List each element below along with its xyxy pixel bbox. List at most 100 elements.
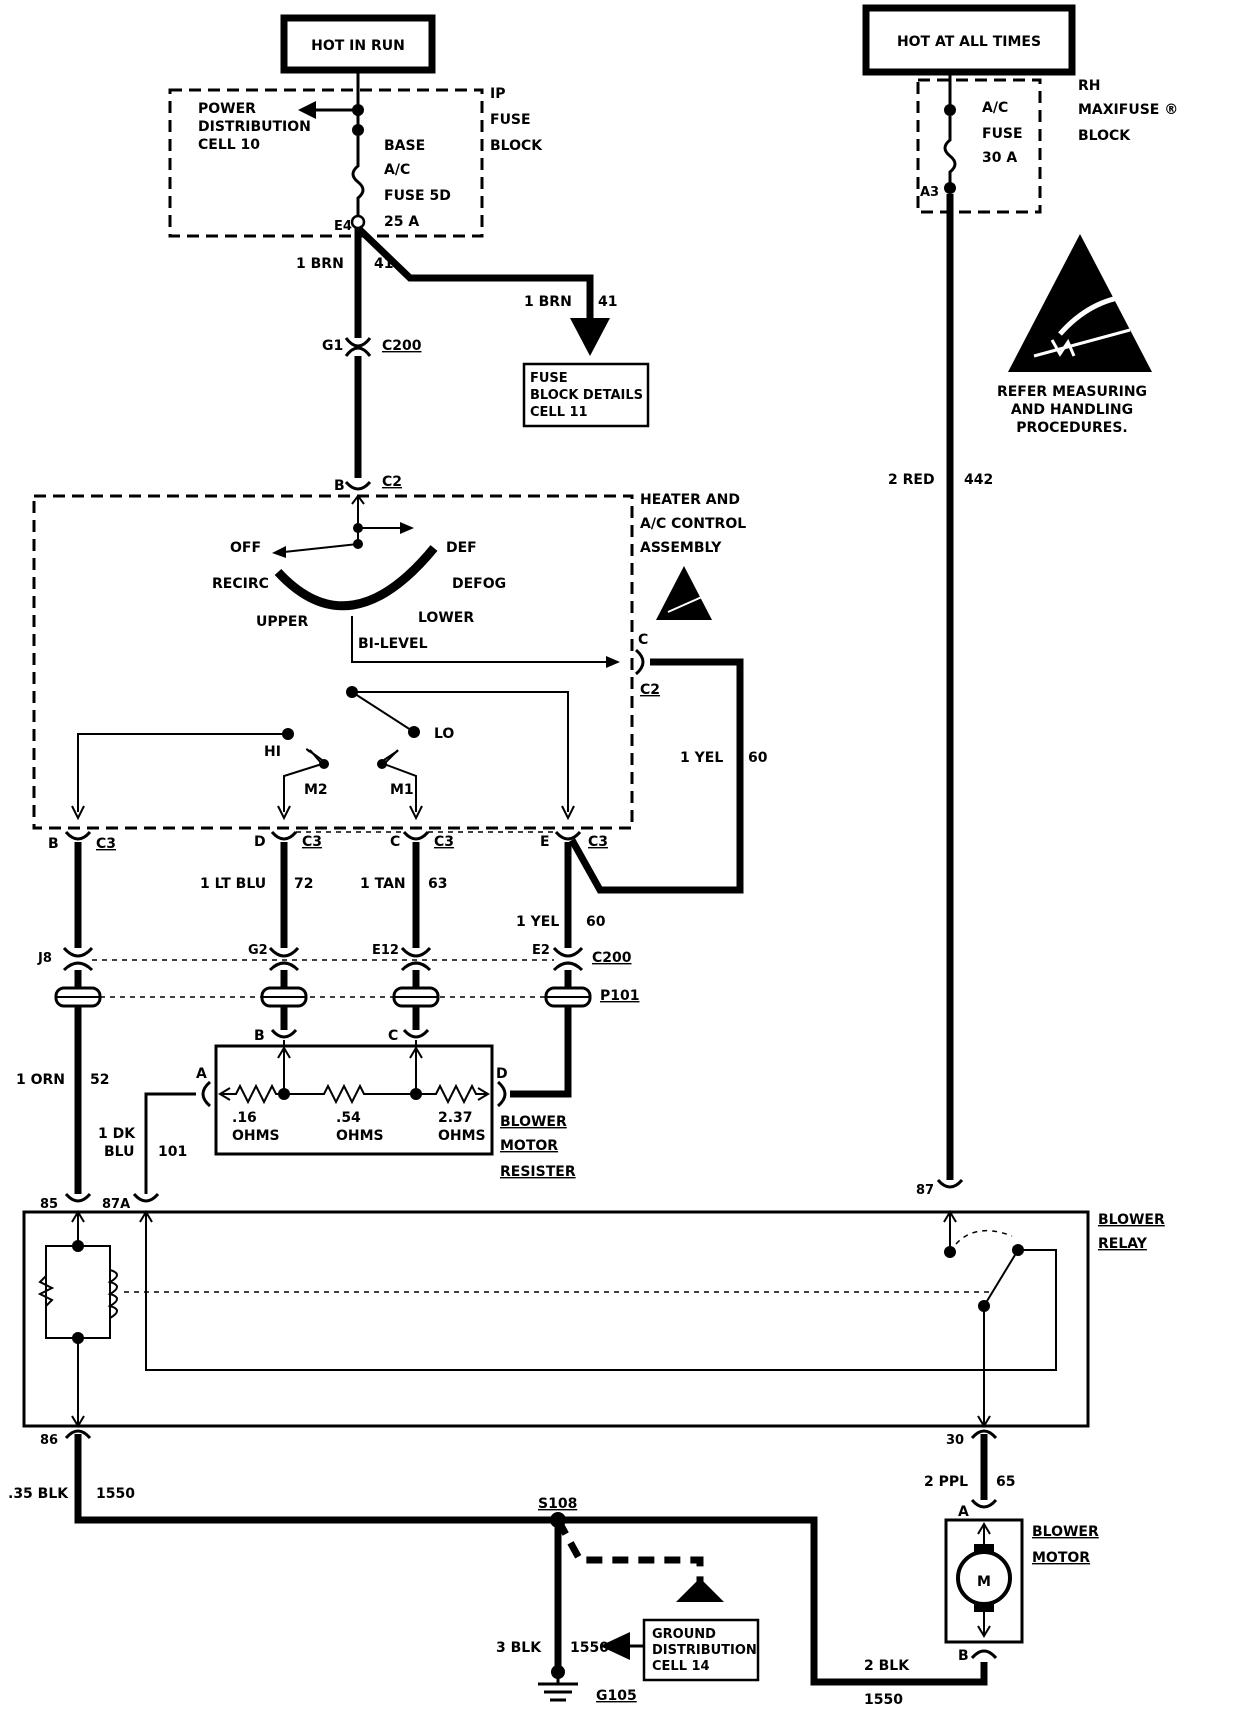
maxifuse-block: RH MAXIFUSE ® BLOCK A/C FUSE 30 A A3 [916, 72, 1178, 214]
wire-label-brn-1: 1 BRN [296, 256, 344, 272]
wire-label-ltblu: 1 LT BLU [200, 876, 266, 892]
resistor-unit-1: OHMS [232, 1128, 280, 1144]
connector-c200-label: C200 [382, 338, 422, 354]
arrow-down-icon [570, 318, 610, 356]
pin-e2: E2 [532, 943, 550, 958]
wire-circ-1550-b: 1550 [570, 1640, 609, 1656]
maxifuse-title-1: RH [1078, 78, 1101, 94]
pin-resistor-c: C [388, 1028, 398, 1044]
pin-g2: G2 [248, 943, 268, 958]
fuse-details-line-2: BLOCK DETAILS [530, 388, 643, 403]
control-assembly-title-2: A/C CONTROL [640, 516, 746, 532]
power-dist-line-1: POWER [198, 101, 256, 117]
mode-bilevel-label: BI-LEVEL [358, 636, 428, 652]
connector-c2-label: C2 [382, 474, 402, 490]
ground-dist-line-3: CELL 14 [652, 1659, 710, 1674]
ip-fuse-block-title-3: BLOCK [490, 138, 543, 154]
blower-motor-resister: B C .16 OHMS .54 OHMS 2.37 OHMS [214, 1028, 494, 1156]
wire-label-dkblu-1: 1 DK [98, 1126, 136, 1142]
arrow-left-icon [298, 101, 316, 119]
pin-resistor-b: B [254, 1028, 265, 1044]
resistor-title-3: RESISTER [500, 1164, 576, 1180]
fuse-5d-line-1: BASE [384, 138, 425, 154]
relay-resistor-icon [37, 1275, 55, 1307]
power-dist-line-2: DISTRIBUTION [198, 119, 311, 135]
wire-1550-c [550, 1516, 988, 1686]
connector-c3-label-4: C3 [588, 834, 608, 850]
pin-motor-a: A [958, 1504, 969, 1520]
relay-title-1: BLOWER [1098, 1212, 1165, 1228]
wire-circ-1550-c: 1550 [864, 1692, 903, 1708]
control-assembly-title-3: ASSEMBLY [640, 540, 722, 556]
pin-j8: J8 [37, 951, 52, 966]
connector-c2-label-b: C2 [640, 682, 660, 698]
maxifuse-title-3: BLOCK [1078, 128, 1131, 144]
ground-dist-line-1: GROUND [652, 1627, 716, 1642]
connector-resistor-d [496, 1080, 507, 1108]
wire-circ-1550-a: 1550 [96, 1486, 135, 1502]
fuse-30a-icon [943, 116, 957, 188]
wire-circ-442: 442 [964, 472, 993, 488]
connector-resistor-a [201, 1080, 212, 1108]
switch-m2-label: M2 [304, 782, 328, 798]
arrow-right-icon [400, 522, 414, 534]
resistor-237-icon [416, 1083, 488, 1105]
resistor-unit-3: OHMS [438, 1128, 486, 1144]
fuse-block-details-box: FUSE BLOCK DETAILS CELL 11 [522, 362, 650, 428]
ip-fuse-block-title-1: IP [490, 86, 505, 102]
pin-c-c3: C [390, 834, 400, 850]
switch-hi-label: HI [264, 744, 281, 760]
connector-c3-label-1: C3 [96, 836, 116, 852]
hot-in-run-box: HOT IN RUN [280, 14, 436, 74]
pin-86: 86 [40, 1433, 58, 1448]
heater-ac-control-assembly: HEATER AND A/C CONTROL ASSEMBLY B C2 OFF… [32, 474, 746, 830]
hot-at-all-times-box: HOT AT ALL TIMES [862, 4, 1076, 76]
pin-87: 87 [916, 1183, 934, 1198]
pin-85: 85 [40, 1197, 58, 1212]
wire-101 [144, 1092, 196, 1194]
wire-label-blk-3: 3 BLK [496, 1640, 542, 1656]
wire-circ-101: 101 [158, 1144, 187, 1160]
arrow-right-icon-bilevel [606, 656, 620, 668]
wire-circ-52: 52 [90, 1072, 109, 1088]
relay-title-2: RELAY [1098, 1236, 1148, 1252]
maxifuse-fuse-3: 30 A [982, 150, 1017, 166]
pin-c-c2: C [638, 632, 648, 648]
wire-label-brn-2: 1 BRN [524, 294, 572, 310]
connector-86 [64, 1429, 92, 1440]
pin-g1: G1 [322, 338, 343, 354]
wire-label-ppl: 2 PPL [924, 1474, 968, 1490]
esd-small-icon [656, 566, 712, 620]
mode-off-label: OFF [230, 540, 261, 556]
maxifuse-fuse-1: A/C [982, 100, 1008, 116]
splice-s108-label: S108 [538, 1496, 577, 1512]
esd-note-line-1: REFER MEASURING [997, 384, 1147, 400]
pin-d-c3: D [254, 834, 266, 850]
control-assembly-title-1: HEATER AND [640, 492, 740, 508]
ip-fuse-block-title-2: FUSE [490, 112, 531, 128]
pin-e12: E12 [372, 943, 399, 958]
resistor-value-3: 2.37 [438, 1110, 473, 1126]
wire-circ-41-b: 41 [598, 294, 617, 310]
wire-circ-63: 63 [428, 876, 447, 892]
pin-87a: 87A [102, 1197, 130, 1212]
connector-30 [970, 1429, 998, 1440]
wire-label-tan: 1 TAN [360, 876, 406, 892]
switch-lo-label: LO [434, 726, 454, 742]
pin-e-c3: E [540, 834, 550, 850]
connector-c3 [64, 830, 582, 841]
motor-title-1: BLOWER [1032, 1524, 1099, 1540]
fuse-5d-line-4: 25 A [384, 214, 419, 230]
connector-c2-c [634, 648, 645, 676]
wire-circ-60-a: 60 [748, 750, 768, 766]
mode-defog-label: DEFOG [452, 576, 506, 592]
fuse-details-line-1: FUSE [530, 371, 568, 386]
wire-label-yel-2: 1 YEL [516, 914, 559, 930]
ground-g105-label: G105 [596, 1688, 637, 1704]
connector-c200-g1 [344, 337, 372, 357]
pin-resistor-a: A [196, 1066, 207, 1082]
connector-c200-row [62, 946, 584, 972]
arrow-left-icon-mode [272, 546, 286, 558]
ground-section: S108 GROUND DISTRIBUTION CELL 14 3 BLK 1… [496, 1496, 760, 1704]
esd-warning-icon [1008, 234, 1152, 372]
